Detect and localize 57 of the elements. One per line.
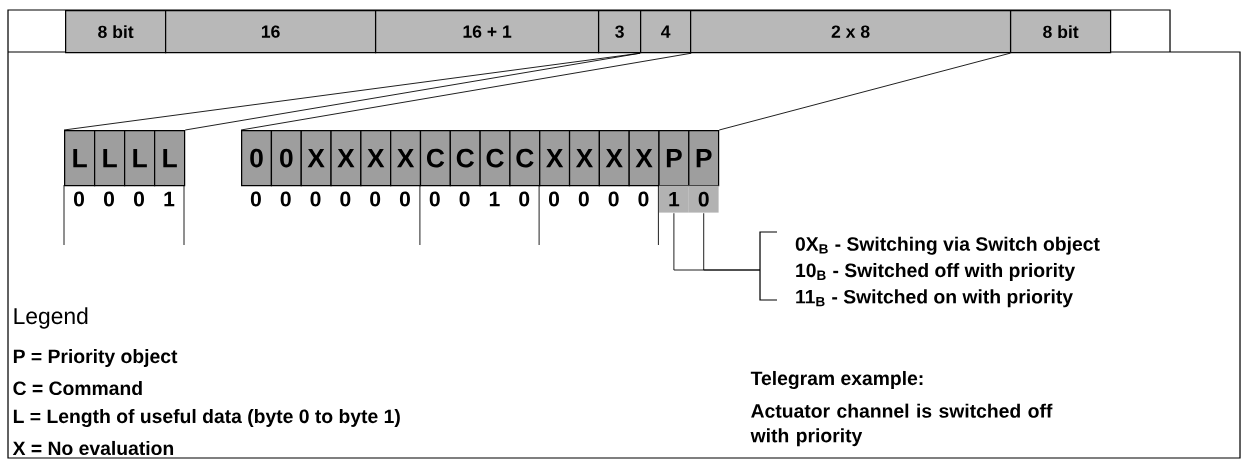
bit-cell: L	[64, 130, 96, 187]
bit-cell: 0	[241, 130, 273, 187]
bit-value: 0	[340, 191, 351, 207]
bit-cell: X	[568, 130, 600, 187]
bit-cell: C	[449, 130, 481, 187]
legend-entry: P = Priority object	[13, 349, 178, 367]
bit-cell: P	[658, 130, 690, 187]
example-heading: Telegram example:	[750, 370, 923, 390]
bit-cell: 0	[270, 130, 302, 187]
legend-entry: C = Command	[13, 380, 142, 396]
bit-cell: X	[539, 130, 571, 187]
bit-value: 0	[280, 191, 291, 207]
option-list: 0X$_{B}$ - Switching via Switch object 10$_{B}$ - Switched off with priority 11$_{B}$ - Switched on with priority	[795, 236, 1100, 308]
bit-field-box: 8 bit	[65, 10, 167, 54]
bit-cell: C	[419, 130, 451, 187]
bit-value: 0	[459, 191, 470, 207]
connector-line	[703, 212, 761, 271]
bit-field-box: 4	[640, 10, 692, 54]
bit-cell: X	[300, 130, 332, 187]
bit-field-box: 3	[598, 10, 642, 54]
bit-value: 0	[578, 191, 589, 207]
legend-entry: X = No evaluation	[12, 440, 174, 456]
bit-cell: X	[330, 130, 362, 187]
node-label: 0	[698, 191, 709, 207]
node-label: 1	[669, 191, 680, 207]
example-text: Actuator channel is switched off with priority	[750, 403, 1053, 447]
bit-value: 1	[489, 191, 500, 207]
bit-cell: C	[509, 130, 541, 187]
connector-line	[240, 52, 692, 131]
bit-cell: L	[124, 130, 156, 187]
bit-value: 0	[250, 191, 261, 207]
bit-cell: X	[628, 130, 660, 187]
bit-cell: C	[479, 130, 511, 187]
connector-line	[718, 52, 1011, 131]
bit-cell: L	[94, 130, 126, 187]
value-cell: 1	[659, 185, 689, 213]
bit-cell: P	[688, 130, 720, 187]
bit-cell: X	[598, 130, 630, 187]
bit-value: 1	[164, 191, 175, 207]
bit-value: 0	[429, 191, 440, 207]
legend-entry: L = Length of useful data (byte 0 to byte 1)	[13, 408, 400, 428]
bit-value: 0	[370, 191, 381, 207]
bit-field-box: 8 bit	[1010, 10, 1112, 54]
bit-value: 0	[549, 191, 560, 207]
bit-value: 0	[608, 191, 619, 207]
bit-value: 0	[133, 191, 144, 207]
bit-value: 0	[103, 191, 114, 207]
bit-value: 0	[399, 191, 410, 207]
bit-value: 0	[519, 191, 530, 207]
bit-cell: X	[390, 130, 422, 187]
bit-cell: L	[154, 130, 186, 187]
legend-title: Legend	[14, 307, 88, 329]
connector-line	[184, 52, 641, 131]
bit-value: 0	[310, 191, 321, 207]
bit-cell: X	[360, 130, 392, 187]
bit-value: 0	[638, 191, 649, 207]
bit-value: 0	[73, 191, 84, 207]
